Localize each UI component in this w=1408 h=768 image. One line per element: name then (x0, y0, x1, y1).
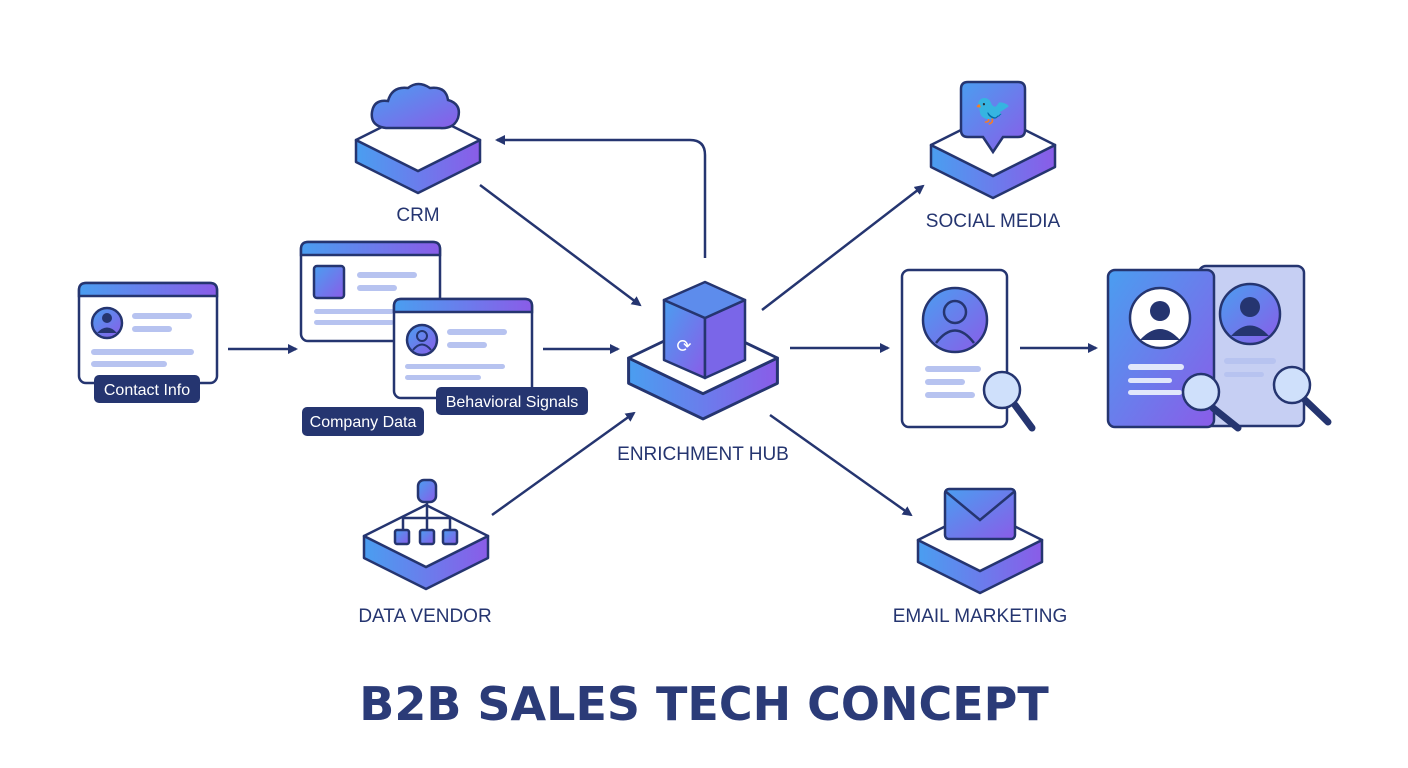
database-tree-icon (393, 478, 459, 546)
page-title: B2B SALES TECH CONCEPT (359, 677, 1049, 731)
user-avatar-icon (1218, 282, 1282, 346)
user-avatar-icon (405, 323, 439, 357)
arrow-hub-to-crm (495, 135, 707, 258)
arrow-vendor-to-hub (491, 411, 636, 517)
twitter-bird-icon: 🐦 (974, 93, 1011, 128)
user-avatar-icon (921, 286, 989, 354)
data-vendor-label: DATA VENDOR (358, 606, 491, 627)
data-vendor-node: DATA VENDOR (358, 478, 492, 627)
email-marketing-node: EMAIL MARKETING (893, 487, 1068, 627)
user-avatar-icon (90, 306, 124, 340)
cloud-icon (370, 82, 461, 130)
social-media-label: SOCIAL MEDIA (926, 211, 1061, 232)
arrow-hub-to-email (769, 413, 913, 517)
enriched-profile-card (900, 268, 1036, 432)
magnifier-icon (1272, 365, 1332, 426)
cube-icon: ⟳ (662, 280, 747, 380)
arrow-hub-to-social (761, 184, 925, 311)
arrows (228, 135, 1098, 517)
behavioral-signals-card: Behavioral Signals (392, 297, 588, 415)
arrow-crm-to-hub (479, 184, 642, 307)
email-marketing-label: EMAIL MARKETING (893, 606, 1068, 627)
refresh-icon: ⟳ (676, 336, 691, 357)
magnifier-icon (982, 370, 1036, 432)
company-data-label: Company Data (310, 414, 417, 431)
behavioral-signals-label: Behavioral Signals (446, 394, 579, 411)
social-media-node: 🐦 SOCIAL MEDIA (926, 80, 1061, 232)
enrichment-hub-node: ⟳ ENRICHMENT HUB (617, 280, 789, 465)
enriched-profiles-pair (1106, 264, 1332, 432)
contact-info-card: Contact Info (77, 281, 219, 403)
hub-label: ENRICHMENT HUB (617, 444, 789, 465)
user-avatar-icon (1128, 286, 1192, 350)
crm-node: CRM (354, 82, 482, 226)
magnifier-icon (1181, 372, 1242, 432)
crm-label: CRM (396, 205, 439, 226)
contact-info-label: Contact Info (104, 382, 190, 399)
envelope-icon (943, 487, 1017, 541)
